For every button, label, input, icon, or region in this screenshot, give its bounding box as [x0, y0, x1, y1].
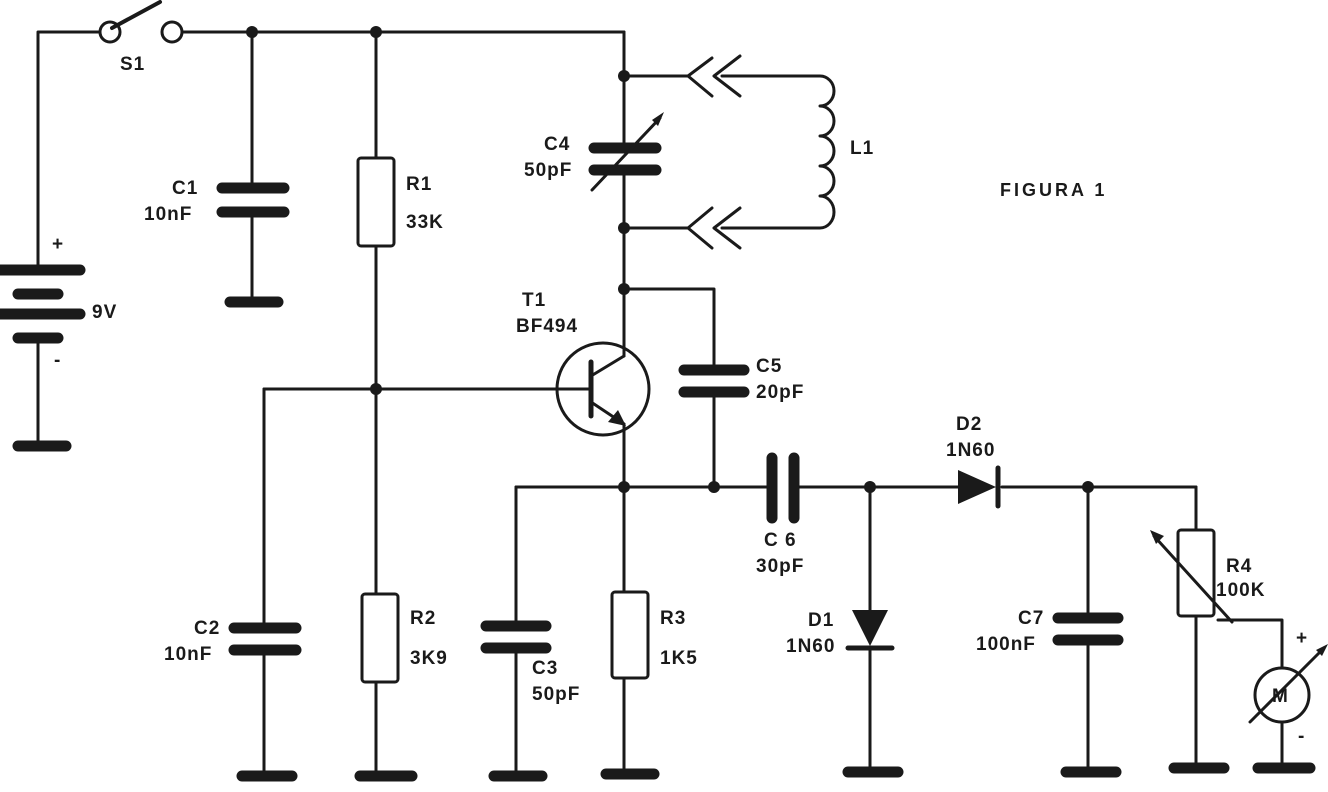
c1-value: 10nF: [144, 204, 192, 225]
capacitor-c4-variable: [588, 112, 664, 192]
c7-value: 100nF: [976, 634, 1036, 655]
c5-value: 20pF: [756, 382, 804, 403]
switch-s1: [98, 0, 184, 44]
c3-value: 50pF: [532, 684, 580, 705]
capacitor-c1: [216, 182, 290, 218]
capacitor-c3: [480, 620, 552, 654]
resistor-r1: [356, 156, 396, 248]
battery-plus: +: [52, 234, 64, 255]
c5-ref: C5: [756, 356, 782, 377]
d2-ref: D2: [956, 414, 982, 435]
wires: [36, 30, 1284, 777]
c2-ref: C2: [194, 618, 220, 639]
r1-ref: R1: [406, 174, 432, 195]
d1-value: 1N60: [786, 636, 835, 657]
resistor-r3: [610, 590, 650, 680]
diode-d2: [958, 465, 1001, 509]
potentiometer-r4: [1150, 528, 1234, 624]
coil-l1: [686, 54, 836, 250]
meter-minus: -: [1298, 726, 1305, 747]
c4-ref: C4: [544, 134, 570, 155]
s1-ref: S1: [120, 54, 145, 75]
resistor-r2: [360, 592, 400, 684]
r2-value: 3K9: [410, 648, 448, 669]
c7-ref: C7: [1018, 608, 1044, 629]
c4-value: 50pF: [524, 160, 572, 181]
junctions: [246, 26, 1094, 493]
ground-symbols: [12, 296, 1316, 782]
diode-d1: [845, 610, 895, 651]
c1-ref: C1: [172, 178, 198, 199]
r1-value: 33K: [406, 212, 444, 233]
r4-value: 100K: [1216, 580, 1265, 601]
d2-value: 1N60: [946, 440, 995, 461]
transistor-t1: [555, 341, 651, 437]
c6-ref: C 6: [764, 530, 797, 551]
meter-m: [1248, 644, 1328, 724]
capacitor-c7: [1052, 612, 1124, 646]
meter-symbol: M: [1272, 686, 1289, 707]
c6-value: 30pF: [756, 556, 804, 577]
l1-ref: L1: [850, 138, 874, 159]
battery-value: 9V: [92, 302, 117, 323]
r2-ref: R2: [410, 608, 436, 629]
capacitor-c5: [678, 364, 750, 398]
t1-value: BF494: [516, 316, 578, 337]
capacitor-c6: [766, 452, 800, 524]
c3-ref: C3: [532, 658, 558, 679]
d1-ref: D1: [808, 610, 834, 631]
figure-title: FIGURA 1: [1000, 180, 1107, 200]
r3-value: 1K5: [660, 648, 698, 669]
r3-ref: R3: [660, 608, 686, 629]
r4-ref: R4: [1226, 556, 1252, 577]
meter-plus: +: [1296, 628, 1308, 649]
battery-minus: -: [54, 350, 61, 371]
battery-symbol: [0, 264, 86, 344]
c2-value: 10nF: [164, 644, 212, 665]
capacitor-c2: [228, 622, 302, 656]
t1-ref: T1: [522, 290, 546, 311]
